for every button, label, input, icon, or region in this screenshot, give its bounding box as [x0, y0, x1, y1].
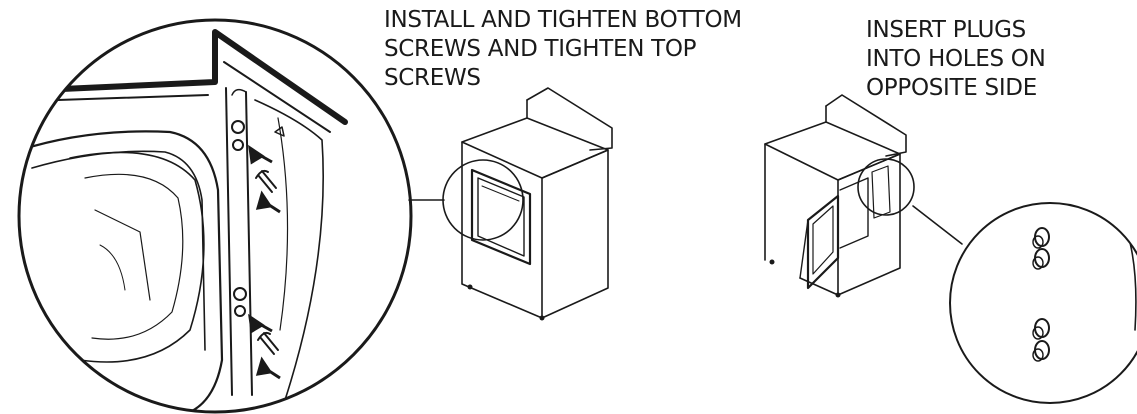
connector-line-right [912, 205, 963, 245]
hole-plugs-detail-icon [949, 202, 1137, 404]
dryer-door-closed-icon [442, 87, 613, 321]
insert-plugs-caption: INSERT PLUGS INTO HOLES ON OPPOSITE SIDE [866, 16, 1046, 103]
insert-plugs-caption-line-1: INSERT PLUGS [866, 17, 1026, 43]
install-screws-caption-line-3: SCREWS [384, 65, 481, 91]
insert-plugs-caption-line-2: INTO HOLES ON [866, 46, 1046, 72]
install-screws-caption-line-1: INSTALL AND TIGHTEN BOTTOM [384, 7, 742, 33]
insert-plugs-caption-line-3: OPPOSITE SIDE [866, 75, 1037, 101]
dryer-door-open-icon [764, 94, 915, 298]
door-hinge-screws-detail-icon [17, 18, 413, 414]
install-screws-caption-line-2: SCREWS AND TIGHTEN TOP [384, 36, 697, 62]
install-screws-caption: INSTALL AND TIGHTEN BOTTOM SCREWS AND TI… [384, 6, 742, 93]
